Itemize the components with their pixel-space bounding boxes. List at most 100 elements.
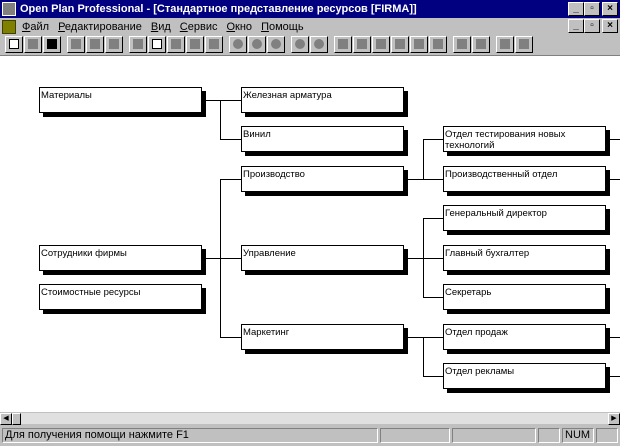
new-button[interactable] bbox=[5, 35, 23, 53]
menu-window[interactable]: Окно bbox=[226, 20, 253, 33]
connector bbox=[423, 297, 443, 298]
help-button[interactable] bbox=[186, 35, 204, 53]
resource-node[interactable]: Отдел рекламы bbox=[443, 363, 606, 389]
circle-icon bbox=[295, 39, 305, 49]
app-icon[interactable] bbox=[2, 2, 16, 16]
open-button[interactable] bbox=[24, 35, 42, 53]
restore-button[interactable]: ▫ bbox=[584, 2, 600, 16]
sort-icon bbox=[171, 39, 181, 49]
move-up-button[interactable] bbox=[429, 35, 447, 53]
connector bbox=[608, 376, 620, 377]
connector bbox=[220, 179, 241, 180]
resource-node[interactable]: Генеральный директор bbox=[443, 205, 606, 231]
grid-button[interactable] bbox=[496, 35, 514, 53]
title-bar: Open Plan Professional - [Стандартное пр… bbox=[0, 0, 620, 18]
menu-service[interactable]: Сервис bbox=[179, 20, 218, 33]
resource-node[interactable]: Железная арматура bbox=[241, 87, 404, 113]
connector bbox=[423, 139, 443, 140]
add-icon bbox=[338, 39, 348, 49]
horizontal-scrollbar[interactable]: ◀ ▶ bbox=[0, 412, 620, 425]
resource-tree-canvas: Материалы Сотрудники фирмы Стоимостные р… bbox=[0, 55, 620, 412]
status-num: NUM bbox=[562, 428, 594, 443]
save-icon bbox=[47, 39, 57, 49]
resource-node[interactable]: Управление bbox=[241, 245, 404, 271]
zoom-fit-button[interactable] bbox=[515, 35, 533, 53]
print-preview-button[interactable] bbox=[148, 35, 166, 53]
close-button[interactable]: × bbox=[602, 2, 618, 16]
scroll-left-button[interactable]: ◀ bbox=[0, 413, 12, 425]
cut-button[interactable] bbox=[67, 35, 85, 53]
collapse-icon bbox=[457, 39, 467, 49]
menu-edit[interactable]: Редактирование bbox=[58, 20, 142, 33]
connector bbox=[423, 218, 443, 219]
connector bbox=[206, 258, 221, 259]
collapse-button[interactable] bbox=[453, 35, 471, 53]
sort-button[interactable] bbox=[167, 35, 185, 53]
move-down-icon bbox=[414, 39, 424, 49]
move-down-button[interactable] bbox=[410, 35, 428, 53]
menu-file[interactable]: Файл bbox=[22, 20, 50, 33]
scroll-thumb[interactable] bbox=[12, 413, 21, 425]
new-icon bbox=[9, 39, 19, 49]
resource-node[interactable]: Винил bbox=[241, 126, 404, 152]
connector bbox=[423, 139, 424, 180]
menu-view[interactable]: Вид bbox=[150, 20, 171, 33]
doc-close-button[interactable]: × bbox=[602, 19, 618, 33]
open-icon bbox=[28, 39, 38, 49]
doc-minimize-button[interactable]: _ bbox=[568, 19, 584, 33]
menu-bar: Файл Редактирование Вид Сервис Окно Помо… bbox=[0, 18, 620, 35]
save-button[interactable] bbox=[43, 35, 61, 53]
connector bbox=[423, 179, 443, 180]
resource-node[interactable]: Отдел продаж bbox=[443, 324, 606, 350]
resource-node[interactable]: Маркетинг bbox=[241, 324, 404, 350]
resource-node[interactable]: Материалы bbox=[39, 87, 202, 113]
circle-button[interactable] bbox=[310, 35, 328, 53]
resource-node[interactable]: Главный бухгалтер bbox=[443, 245, 606, 271]
print-button[interactable] bbox=[129, 35, 147, 53]
minimize-button[interactable]: _ bbox=[568, 2, 584, 16]
print-icon bbox=[133, 39, 143, 49]
link-button[interactable] bbox=[372, 35, 390, 53]
paste-button[interactable] bbox=[105, 35, 123, 53]
resource-node[interactable]: Производство bbox=[241, 166, 404, 192]
remove-icon bbox=[357, 39, 367, 49]
add-button[interactable] bbox=[334, 35, 352, 53]
context-help-icon bbox=[209, 39, 219, 49]
status-pane bbox=[452, 428, 536, 443]
circle-button[interactable] bbox=[229, 35, 247, 53]
resource-node[interactable]: Отдел тестирования новых технологий bbox=[443, 126, 606, 152]
connector bbox=[608, 337, 620, 338]
resource-node[interactable]: Сотрудники фирмы bbox=[39, 245, 202, 271]
resource-node[interactable]: Секретарь bbox=[443, 284, 606, 310]
connector bbox=[608, 139, 620, 140]
connector bbox=[206, 100, 241, 101]
list-icon bbox=[476, 39, 486, 49]
resource-node[interactable]: Производственный отдел bbox=[443, 166, 606, 192]
unlink-button[interactable] bbox=[391, 35, 409, 53]
menu-help[interactable]: Помощь bbox=[261, 20, 304, 33]
connector bbox=[408, 258, 443, 259]
circle-detail-button[interactable] bbox=[248, 35, 266, 53]
connector bbox=[423, 376, 443, 377]
grid-icon bbox=[500, 39, 510, 49]
connector bbox=[423, 218, 424, 298]
doc-restore-button[interactable]: ▫ bbox=[584, 19, 600, 33]
status-pane bbox=[380, 428, 450, 443]
resource-node[interactable]: Стоимостные ресурсы bbox=[39, 284, 202, 310]
half-circle-button[interactable] bbox=[267, 35, 285, 53]
connector bbox=[220, 258, 241, 259]
context-help-button[interactable] bbox=[205, 35, 223, 53]
scroll-right-button[interactable]: ▶ bbox=[608, 413, 620, 425]
copy-button[interactable] bbox=[86, 35, 104, 53]
connector bbox=[220, 337, 241, 338]
circle-button[interactable] bbox=[291, 35, 309, 53]
status-pane bbox=[538, 428, 560, 443]
document-icon[interactable] bbox=[2, 19, 16, 34]
cut-icon bbox=[71, 39, 81, 49]
connector bbox=[220, 100, 221, 140]
status-help-text: Для получения помощи нажмите F1 bbox=[2, 428, 378, 443]
remove-button[interactable] bbox=[353, 35, 371, 53]
list-button[interactable] bbox=[472, 35, 490, 53]
connector bbox=[408, 179, 424, 180]
circle-icon bbox=[233, 39, 243, 49]
